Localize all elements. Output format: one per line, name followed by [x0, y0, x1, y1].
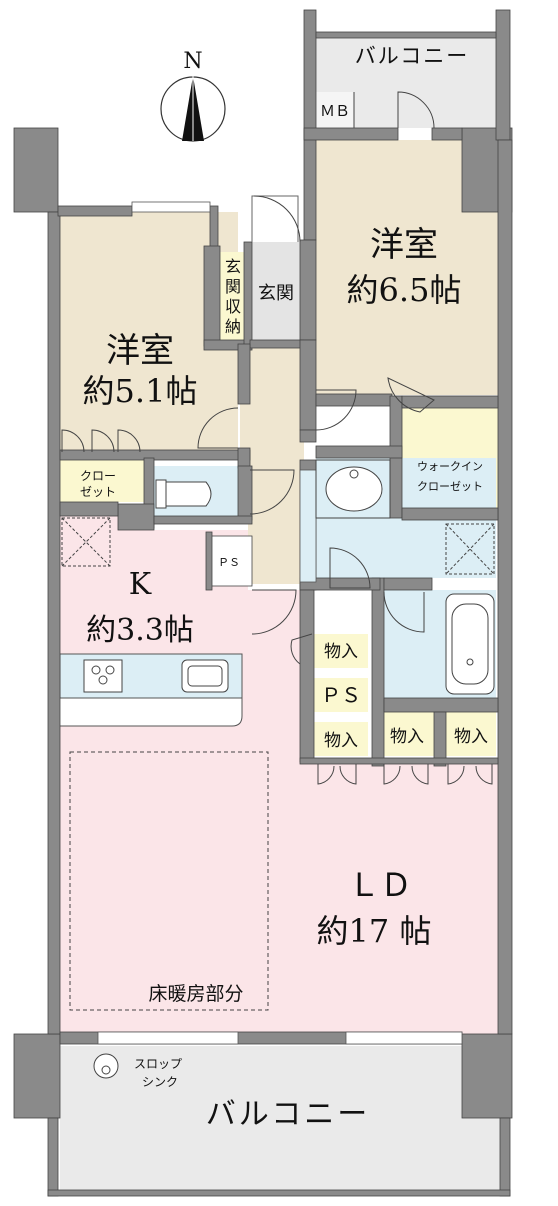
ps-box-floor [314, 678, 368, 712]
closet-floor [60, 458, 144, 502]
kitchen-counter-lower [60, 697, 243, 727]
entrance-storage-char-2: 関 [225, 277, 241, 296]
entrance-label: 玄関 [258, 283, 294, 304]
storage-box-4-floor [446, 712, 496, 756]
toilet-fixture [155, 479, 212, 509]
floor-heating-label: 床暖房部分 [148, 983, 243, 1005]
entrance-storage-char-4: 納 [225, 317, 241, 336]
crossed-boxes [61, 517, 495, 575]
hallway-floor-2 [240, 400, 254, 450]
storage-label-1: 物入 [324, 642, 358, 662]
bathtub-fixture [445, 593, 495, 695]
windows [97, 201, 463, 1045]
walk-in-closet-label-line1: ウォークイン [417, 460, 483, 473]
slop-sink-icon [93, 1053, 119, 1079]
western-room-b-name: 洋室 [106, 331, 174, 371]
storage-label-4: 物入 [454, 727, 488, 747]
mb-floor [316, 92, 354, 128]
mb-label: ＭＢ [320, 102, 350, 120]
slop-sink-label-line2: シンク [142, 1075, 178, 1089]
kitchen-sink-icon [181, 659, 229, 693]
storage-label-2: 物入 [324, 731, 358, 751]
entrance-floor [250, 242, 304, 342]
ps-small-label: ＰＳ [218, 556, 240, 569]
ld-size: 約17 帖 [317, 912, 432, 950]
storage-label-3: 物入 [390, 727, 424, 747]
ld-name: ＬＤ [348, 866, 412, 904]
entrance-storage-label: 玄 関 収 納 [225, 257, 241, 336]
doors [61, 91, 493, 785]
western-room-a-size: 約6.5帖 [347, 271, 462, 309]
entrance-storage-char-3: 収 [225, 297, 241, 316]
washbasin-fixture [315, 459, 391, 519]
storage-box-3-floor [380, 712, 434, 756]
balcony-top-label: バルコニー [355, 44, 470, 68]
slop-sink-label-line1: スロップ [134, 1057, 182, 1071]
western-room-b-size: 約5.1帖 [83, 372, 198, 410]
storage-box-2-floor [314, 722, 368, 756]
floor-heating-area [69, 751, 269, 1011]
closet-label-line2: ゼット [80, 485, 116, 499]
kitchen-name: K [129, 567, 152, 602]
ld-floor [60, 516, 498, 1034]
ps-label: ＰＳ [321, 683, 361, 707]
entrance-storage-char-1: 玄 [225, 257, 241, 276]
closet-label-line1: クロー [80, 469, 116, 483]
storage-box-1-floor [314, 634, 368, 668]
compass-icon: N [160, 49, 226, 142]
balcony-bottom-floor [60, 1046, 508, 1194]
balcony-bottom-label: バルコニー [206, 1097, 370, 1132]
hallway-floor [248, 344, 304, 584]
kitchen-size: 約3.3帖 [86, 613, 194, 648]
stove-icon [83, 659, 123, 693]
compass-north-label: N [183, 49, 202, 74]
walk-in-closet-label-line2: クローゼット [417, 480, 483, 493]
entrance-storage-floor [220, 252, 246, 342]
western-room-a-name: 洋室 [370, 225, 438, 265]
